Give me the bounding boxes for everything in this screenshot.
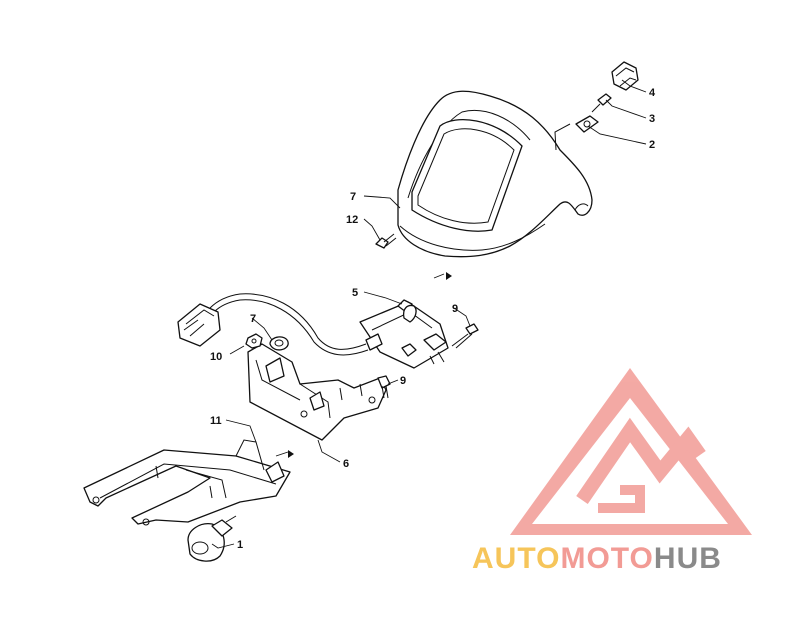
watermark-auto: AUTO xyxy=(472,542,560,575)
callout-7: 7 xyxy=(250,313,256,325)
callout-6: 6 xyxy=(343,458,349,470)
wire-harness xyxy=(209,293,369,356)
part-7-grommet xyxy=(269,336,289,351)
callout-11: 11 xyxy=(210,415,222,427)
callout-2: 2 xyxy=(649,139,655,151)
callout-labels: 4 3 2 7 12 5 9 7 10 9 11 6 1 xyxy=(210,87,656,551)
part-9-screw-upper xyxy=(451,323,479,349)
part-10-nut xyxy=(245,333,263,349)
assembly-arrow-lower xyxy=(275,450,294,458)
part-2-key-bezel xyxy=(575,115,599,133)
part-4-key-head xyxy=(611,61,639,91)
watermark-moto: MOTO xyxy=(560,542,653,575)
part-11-lower-bracket xyxy=(83,439,291,526)
callout-5: 5 xyxy=(352,287,358,299)
callout-4: 4 xyxy=(649,87,656,99)
callout-3: 3 xyxy=(649,113,655,125)
callout-10: 10 xyxy=(210,351,222,363)
callout-12: 12 xyxy=(346,214,358,226)
watermark-hub: HUB xyxy=(654,542,722,575)
part-1-switch xyxy=(187,515,237,562)
callout-1: 1 xyxy=(237,539,243,551)
part-5-switch-module xyxy=(359,299,449,369)
part-9-screw-lower xyxy=(377,375,391,399)
part-12-push-rivet xyxy=(375,233,397,249)
part-8-dash-pod xyxy=(397,90,593,258)
watermark-wordmark: AUTOMOTOHUB xyxy=(472,542,722,575)
callout-9-lower: 9 xyxy=(400,375,406,387)
part-6-main-bracket xyxy=(247,343,387,441)
callout-9-upper: 9 xyxy=(452,303,458,315)
callout-8: 7 xyxy=(350,191,356,203)
leader-lines xyxy=(211,79,647,549)
part-3-key-blade xyxy=(591,93,612,113)
watermark-logo-mark xyxy=(510,368,752,535)
assembly-arrow-upper xyxy=(433,272,452,280)
svg-text:AUTOMOTOHUB: AUTOMOTOHUB xyxy=(472,542,722,575)
wire-connector xyxy=(177,303,221,347)
